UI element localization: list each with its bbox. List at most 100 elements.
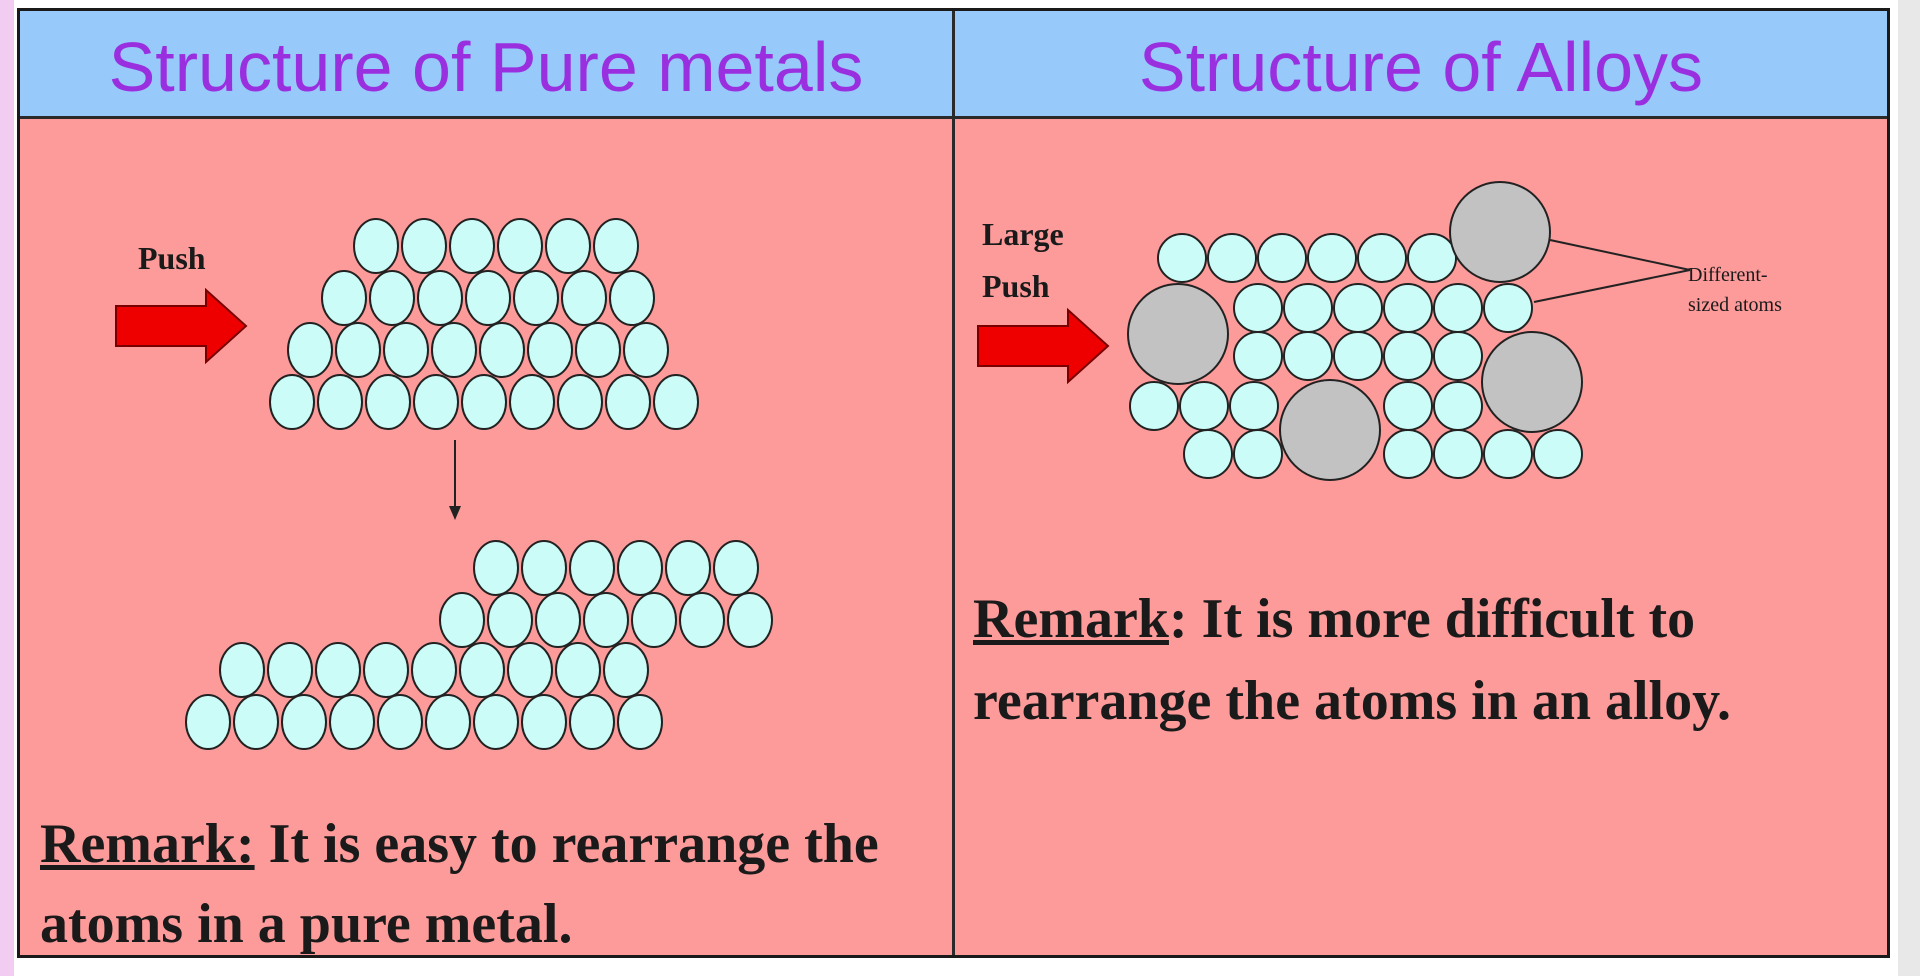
- small-atom: [487, 592, 533, 648]
- small-atom: [507, 642, 553, 698]
- small-atom: [459, 642, 505, 698]
- small-atom: [653, 374, 699, 430]
- small-atom: [281, 694, 327, 750]
- small-atom: [1433, 381, 1483, 431]
- small-atom: [1433, 331, 1483, 381]
- small-atom: [267, 642, 313, 698]
- small-atom: [185, 694, 231, 750]
- comparison-table: Structure of Pure metals Structure of Al…: [17, 8, 1890, 958]
- small-atom: [233, 694, 279, 750]
- large-push-line2: Push: [982, 268, 1050, 304]
- small-atom: [363, 642, 409, 698]
- small-atom: [1283, 331, 1333, 381]
- large-atom: [1279, 379, 1381, 481]
- small-atom: [321, 270, 367, 326]
- large-atom: [1481, 331, 1583, 433]
- small-atom: [411, 642, 457, 698]
- down-arrow-icon: [449, 506, 461, 520]
- small-atom: [315, 642, 361, 698]
- small-atom: [365, 374, 411, 430]
- small-atom: [425, 694, 471, 750]
- small-atom: [1229, 381, 1279, 431]
- small-atom: [1307, 233, 1357, 283]
- small-atom: [1533, 429, 1583, 479]
- small-atom: [417, 270, 463, 326]
- small-atom: [1433, 429, 1483, 479]
- small-atom: [1257, 233, 1307, 283]
- small-atom: [1383, 331, 1433, 381]
- small-atom: [1283, 283, 1333, 333]
- small-atom: [1333, 331, 1383, 381]
- annotation-line2: sized atoms: [1688, 294, 1782, 316]
- small-atom: [1157, 233, 1207, 283]
- small-atom: [1233, 429, 1283, 479]
- large-atom: [1449, 181, 1551, 283]
- small-atom: [461, 374, 507, 430]
- small-atom: [335, 322, 381, 378]
- small-atom: [497, 218, 543, 274]
- small-atom: [1179, 381, 1229, 431]
- push-arrow-icon: [115, 287, 248, 365]
- annotation-line: [1549, 239, 1691, 271]
- right-edge-strip: [1898, 0, 1920, 976]
- remark-text: : It is more difficult to rearrange the …: [973, 588, 1732, 732]
- small-atom: [1483, 283, 1533, 333]
- small-atom: [1383, 381, 1433, 431]
- small-atom: [1407, 233, 1457, 283]
- column-divider: [952, 11, 955, 955]
- small-atom: [377, 694, 423, 750]
- small-atom: [569, 540, 615, 596]
- small-atom: [1129, 381, 1179, 431]
- small-atom: [473, 694, 519, 750]
- small-atom: [369, 270, 415, 326]
- small-atom: [561, 270, 607, 326]
- small-atom: [623, 322, 669, 378]
- small-atom: [593, 218, 639, 274]
- pure-metals-title: Structure of Pure metals: [108, 28, 864, 106]
- small-atom: [557, 374, 603, 430]
- left-edge-strip: [0, 0, 14, 976]
- small-atom: [449, 218, 495, 274]
- small-atom: [473, 540, 519, 596]
- pure-metal-remark: Remark: It is easy to rearrange the atom…: [40, 804, 920, 964]
- alloy-diagram: [977, 181, 1691, 481]
- small-atom: [679, 592, 725, 648]
- small-atom: [401, 218, 447, 274]
- small-atom: [431, 322, 477, 378]
- small-atom: [617, 694, 663, 750]
- small-atom: [1483, 429, 1533, 479]
- small-atom: [383, 322, 429, 378]
- large-push-line1: Large: [982, 216, 1064, 252]
- small-atom: [575, 322, 621, 378]
- small-atom: [527, 322, 573, 378]
- small-atom: [1333, 283, 1383, 333]
- small-atom: [465, 270, 511, 326]
- small-atom: [317, 374, 363, 430]
- small-atom: [1233, 283, 1283, 333]
- small-atom: [269, 374, 315, 430]
- large-push-arrow-icon: [977, 307, 1110, 385]
- small-atom: [479, 322, 525, 378]
- small-atom: [1383, 429, 1433, 479]
- small-atom: [631, 592, 677, 648]
- different-sized-atoms-label: Different-sized atoms: [1688, 260, 1782, 320]
- small-atom: [1383, 283, 1433, 333]
- small-atom: [513, 270, 559, 326]
- pure-metal-diagram: [115, 218, 773, 750]
- small-atom: [521, 694, 567, 750]
- alloys-title: Structure of Alloys: [1138, 28, 1704, 106]
- annotation-line1: Different-: [1688, 264, 1768, 286]
- small-atom: [521, 540, 567, 596]
- small-atom: [287, 322, 333, 378]
- small-atom: [583, 592, 629, 648]
- small-atom: [555, 642, 601, 698]
- small-atom: [1233, 331, 1283, 381]
- small-atom: [353, 218, 399, 274]
- small-atom: [609, 270, 655, 326]
- remark-keyword: Remark:: [40, 813, 255, 875]
- small-atom: [545, 218, 591, 274]
- push-label: Push: [138, 240, 206, 276]
- small-atom: [569, 694, 615, 750]
